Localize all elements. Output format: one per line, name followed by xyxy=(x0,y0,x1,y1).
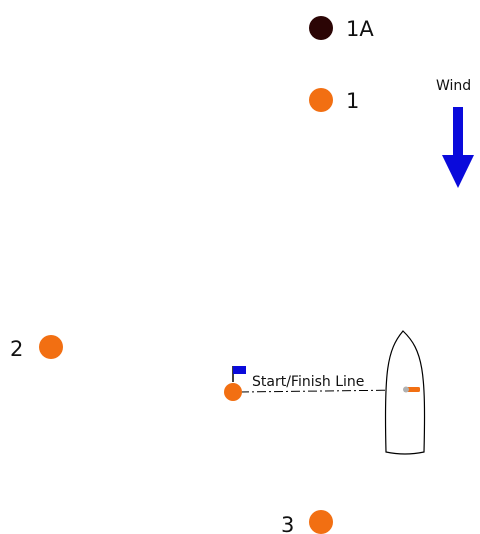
mark-1a: 1A xyxy=(309,16,374,41)
mark-1-buoy xyxy=(309,88,333,112)
down-arrow-icon xyxy=(442,107,474,188)
mark-3-label: 3 xyxy=(281,513,294,534)
mark-3: 3 xyxy=(281,510,333,534)
mark-1a-label: 1A xyxy=(346,17,374,41)
mark-1: 1 xyxy=(309,88,359,113)
boat-icon xyxy=(384,330,426,455)
start-finish-dashed-line xyxy=(239,389,406,393)
boat-hull xyxy=(384,330,426,455)
boat-pin-dot xyxy=(403,386,409,393)
mark-2: 2 xyxy=(10,335,63,361)
mark-3-buoy xyxy=(309,510,333,534)
mark-2-buoy xyxy=(39,335,63,359)
wind-arrow-shaft xyxy=(453,107,463,157)
wind-arrow-head xyxy=(442,155,474,188)
wind-indicator: Wind xyxy=(436,78,474,188)
mark-2-label: 2 xyxy=(10,337,23,361)
start-finish-label: Start/Finish Line xyxy=(252,374,364,390)
mark-1a-buoy xyxy=(309,16,333,40)
start-finish-line: Start/Finish Line xyxy=(224,330,426,455)
pin-end-buoy xyxy=(224,383,242,401)
flag-cloth xyxy=(233,366,246,374)
boat-flag-pin xyxy=(406,387,420,392)
wind-label: Wind xyxy=(436,78,471,94)
mark-1-label: 1 xyxy=(346,89,359,113)
flag-icon xyxy=(232,366,246,382)
